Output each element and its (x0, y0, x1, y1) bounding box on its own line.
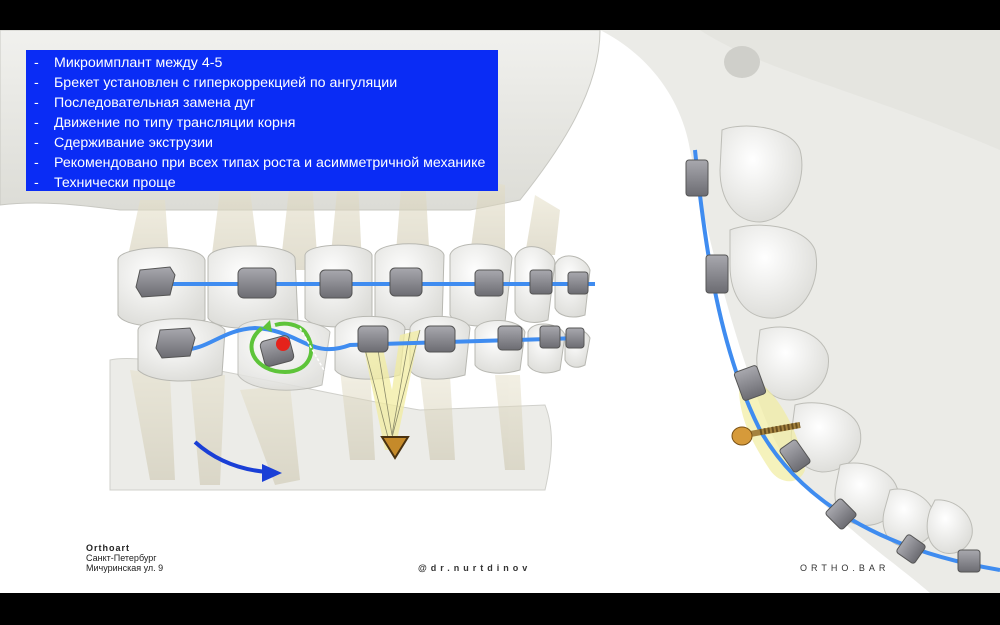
brand-block: Orthoart Санкт-Петербург Мичуринская ул.… (86, 543, 163, 573)
rotation-arrowhead (262, 320, 272, 332)
info-item: -Брекет установлен с гиперкоррекцией по … (34, 75, 398, 91)
upper-crowns (117, 243, 591, 330)
letterbox-top (0, 0, 1000, 30)
upper-brackets (135, 266, 589, 299)
implant-dot (276, 337, 290, 351)
info-item: -Микроимплант между 4-5 (34, 55, 223, 71)
rotation-arrow (249, 321, 314, 375)
brand-address: Мичуринская ул. 9 (86, 563, 164, 573)
brand-name: Orthoart (86, 543, 130, 553)
microimplant-head (380, 436, 410, 460)
occlusal-brackets (685, 159, 981, 573)
letterbox-bottom (0, 593, 1000, 625)
info-item: -Рекомендовано при всех типах роста и ас… (34, 155, 486, 171)
occlusal-microimplant (731, 422, 801, 446)
movement-direction-arrowhead (262, 464, 282, 482)
watermark-site: ORTHO.BAR (800, 563, 890, 573)
illustration-stage: -Микроимплант между 4-5 -Брекет установл… (0, 30, 1000, 593)
angulation-line (299, 327, 326, 373)
info-item: -Последовательная замена дуг (34, 95, 256, 111)
info-item: -Технически проще (34, 175, 176, 191)
info-item: -Сдерживание экструзии (34, 135, 213, 151)
dental-illustration (0, 30, 1000, 593)
lower-brackets (155, 325, 585, 367)
watermark-handle: @dr.nurtdinov (418, 563, 532, 573)
info-panel: -Микроимплант между 4-5 -Брекет установл… (26, 50, 498, 191)
lower-roots (130, 370, 525, 485)
occlusal-teeth (719, 125, 973, 554)
movement-direction-arrow (193, 440, 269, 474)
lower-archwire (179, 325, 581, 352)
upper-roots (125, 175, 560, 270)
occlusal-view (600, 30, 1000, 593)
info-list: -Микроимплант между 4-5 -Брекет установл… (34, 53, 490, 193)
brand-city: Санкт-Петербург (86, 553, 157, 563)
info-item: -Движение по типу трансляции корня (34, 115, 296, 131)
